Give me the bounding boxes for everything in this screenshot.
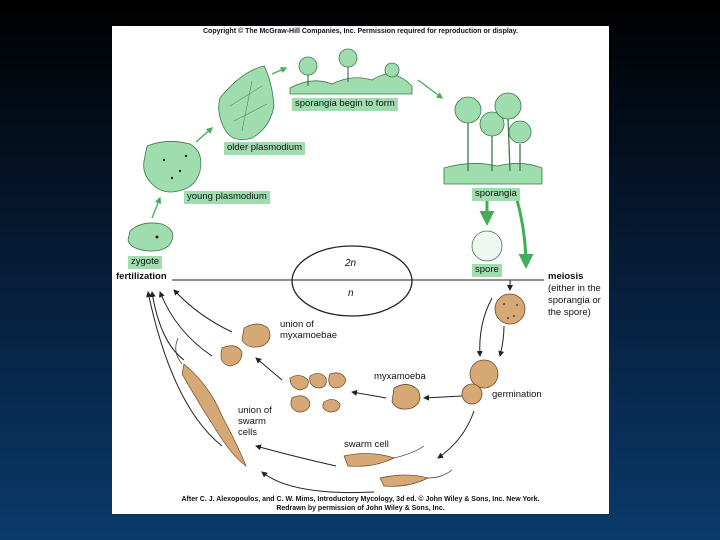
ploidy-ellipse — [291, 245, 413, 317]
label-diploid: 2n — [345, 258, 357, 269]
label-union-myxamoebae-1: union of — [280, 319, 314, 330]
label-sporangia-begin: sporangia begin to form — [292, 98, 398, 111]
haploid-spore — [494, 293, 526, 325]
label-meiosis-note-1: (either in the — [548, 283, 601, 294]
label-union-swarm-2: swarm — [238, 416, 266, 427]
label-meiosis: meiosis — [548, 271, 584, 282]
myxamoeba-cell — [391, 384, 421, 410]
zygote-cell — [127, 222, 174, 252]
label-haploid: n — [348, 288, 354, 299]
copyright-notice: Copyright © The McGraw-Hill Companies, I… — [202, 28, 519, 35]
label-meiosis-note-2: sporangia or — [548, 295, 601, 306]
sporangia-ground — [443, 163, 543, 185]
label-spore: spore — [472, 264, 502, 277]
label-myxamoeba: myxamoeba — [374, 371, 426, 382]
swarm-cell — [343, 453, 395, 467]
label-union-myxamoebae-2: myxamoebae — [280, 330, 338, 341]
label-older-plasmodium: older plasmodium — [224, 142, 305, 155]
label-young-plasmodium: young plasmodium — [184, 191, 270, 204]
label-union-swarm-3: cells — [238, 427, 258, 438]
germinating-spore — [469, 359, 499, 389]
young-plasmodium-cell — [143, 141, 202, 193]
life-cycle-illustration — [127, 48, 544, 494]
label-meiosis-note-3: the spore) — [548, 307, 591, 318]
spore-cell — [471, 230, 503, 262]
diagram-panel: Copyright © The McGraw-Hill Companies, I… — [112, 26, 609, 514]
sporangia-forming-mass — [289, 73, 413, 95]
label-swarm-cell: swarm cell — [344, 439, 389, 450]
label-fertilization: fertilization — [116, 271, 167, 282]
label-union-swarm-1: union of — [238, 405, 272, 416]
arrow-sporangia-to-meiosis — [514, 195, 534, 269]
label-zygote: zygote — [128, 256, 162, 269]
older-plasmodium-cell — [218, 65, 275, 141]
credit-line-2: Redrawn by permission of John Wiley & So… — [276, 505, 445, 512]
credit-line-1: After C. J. Alexopoulos, and C. W. Mims,… — [181, 496, 540, 503]
label-sporangia: sporangia — [472, 188, 520, 201]
label-germination: germination — [492, 389, 542, 400]
